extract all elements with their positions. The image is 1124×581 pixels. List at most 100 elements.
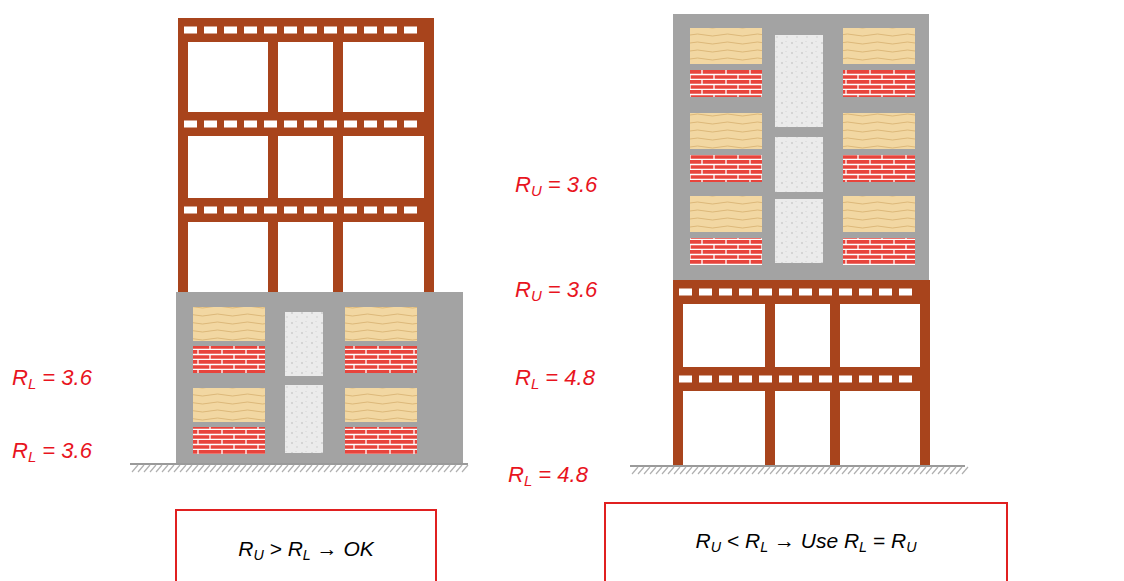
ground-hatch (210, 465, 216, 472)
ground-hatch (950, 467, 956, 474)
beam-opening (344, 121, 357, 128)
ground-hatch (204, 465, 210, 472)
ground-hatch (144, 465, 150, 472)
beam (673, 367, 930, 391)
ground-line (130, 463, 468, 465)
ground-hatch (432, 465, 438, 472)
beam-opening (184, 27, 197, 34)
beam-opening (204, 121, 217, 128)
beam-opening (404, 27, 417, 34)
ground-hatch (662, 467, 668, 474)
ground-hatch (390, 465, 396, 472)
ground-hatch (782, 467, 788, 474)
ground-hatch (450, 465, 456, 472)
beam-opening (224, 207, 237, 214)
shear-wall (673, 14, 929, 280)
beam-opening (839, 289, 852, 296)
ground-hatch (860, 467, 866, 474)
beam-opening (819, 376, 832, 383)
window (843, 196, 915, 232)
ground-hatch (228, 465, 234, 472)
ground-hatch (932, 467, 938, 474)
ground-hatch (830, 467, 836, 474)
ground-hatch (300, 465, 306, 472)
ground-hatch (812, 467, 818, 474)
ground-hatch (896, 467, 902, 474)
ground-hatch (794, 467, 800, 474)
beam-opening (244, 27, 257, 34)
ground-hatch (944, 467, 950, 474)
ground-hatch (776, 467, 782, 474)
ground-hatch (962, 467, 968, 474)
rule-box: RU > RL → OK (175, 509, 437, 581)
beam-opening (344, 207, 357, 214)
ground-hatch (348, 465, 354, 472)
brick-infill (843, 155, 915, 182)
beam-opening (719, 289, 732, 296)
column (333, 18, 343, 292)
ground-hatch (342, 465, 348, 472)
column (424, 18, 434, 292)
ground-hatch (276, 465, 282, 472)
beam-opening (364, 207, 377, 214)
ground-hatch (372, 465, 378, 472)
column (268, 18, 278, 292)
beam-opening (799, 376, 812, 383)
beam-opening (384, 207, 397, 214)
rule-box: RU < RL → Use RL = RU (604, 502, 1008, 581)
ground-hatch (366, 465, 372, 472)
brick-infill (690, 155, 762, 182)
ground-hatch (716, 467, 722, 474)
ground-hatch (800, 467, 806, 474)
beam (178, 18, 434, 42)
beam-opening (699, 376, 712, 383)
ground-hatch (156, 465, 162, 472)
ground-hatch (848, 467, 854, 474)
ground-hatch (222, 465, 228, 472)
ground-hatch (884, 467, 890, 474)
beam-opening (719, 376, 732, 383)
ground-hatch (872, 467, 878, 474)
ground-hatch (426, 465, 432, 472)
window (345, 388, 417, 422)
beam-opening (759, 289, 772, 296)
ground-hatch (938, 467, 944, 474)
beam-opening (404, 121, 417, 128)
ground-hatch (770, 467, 776, 474)
beam-opening (284, 207, 297, 214)
beam-opening (879, 376, 892, 383)
beam-opening (384, 27, 397, 34)
ground-hatch (258, 465, 264, 472)
ground-hatch (240, 465, 246, 472)
ground-hatch (252, 465, 258, 472)
ground-hatch (842, 467, 848, 474)
ground-hatch (824, 467, 830, 474)
shear-wall (176, 292, 463, 463)
brick-infill (193, 346, 265, 373)
response-factor-label: RL = 3.6 (12, 438, 92, 466)
beam-opening (859, 289, 872, 296)
ground-hatch (288, 465, 294, 472)
rule-text: RU > RL → OK (177, 536, 435, 564)
ground-hatch (294, 465, 300, 472)
ground-hatch (854, 467, 860, 474)
beam-opening (204, 27, 217, 34)
rule-text: RU < RL → Use RL = RU (606, 528, 1006, 556)
beam-opening (324, 121, 337, 128)
window (193, 388, 265, 422)
ground-hatch (710, 467, 716, 474)
ground-hatch (764, 467, 770, 474)
ground-hatch (180, 465, 186, 472)
ground-hatch (866, 467, 872, 474)
ground-hatch (330, 465, 336, 472)
ground-hatch (354, 465, 360, 472)
brick-infill (690, 70, 762, 97)
beam-opening (879, 289, 892, 296)
ground-hatch (336, 465, 342, 472)
beam-opening (244, 207, 257, 214)
beam-opening (344, 27, 357, 34)
brick-infill (843, 238, 915, 265)
ground-hatch (638, 467, 644, 474)
window (345, 307, 417, 341)
ground-hatch (270, 465, 276, 472)
